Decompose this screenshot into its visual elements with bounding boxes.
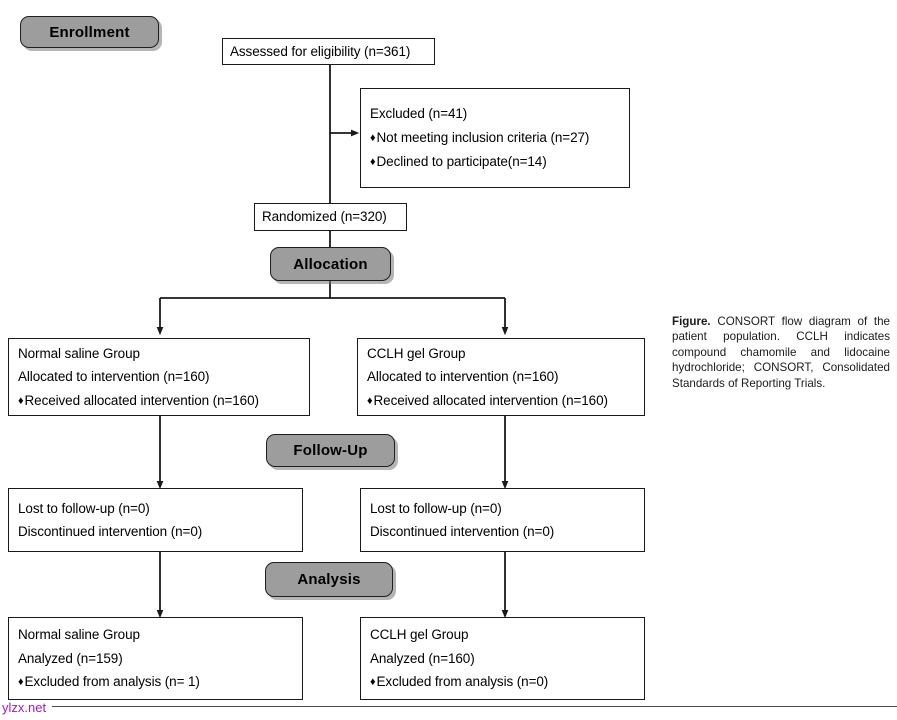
follow-right-line-1: Lost to follow-up (n=0) xyxy=(370,500,502,516)
randomized-line-1: Randomized (n=320) xyxy=(262,209,387,225)
node-analysis-normal-saline: Normal saline Group Analyzed (n=159) ♦ E… xyxy=(8,617,303,700)
follow-right-line-2: Discontinued intervention (n=0) xyxy=(370,524,555,539)
analysis-left-bullet-1: ♦ Excluded from analysis (n= 1) xyxy=(18,675,293,689)
node-allocation-cclh-gel: CCLH gel Group Allocated to intervention… xyxy=(357,338,645,416)
alloc-right-title: CCLH gel Group xyxy=(367,345,466,361)
analysis-right-bullet-1-label: Excluded from analysis (n=0) xyxy=(376,674,549,689)
analysis-left-title: Normal saline Group xyxy=(18,627,140,642)
watermark-rule xyxy=(52,706,897,707)
diamond-bullet-icon: ♦ xyxy=(370,131,376,144)
diamond-bullet-icon: ♦ xyxy=(370,676,376,688)
diamond-bullet-icon: ♦ xyxy=(18,676,24,688)
analysis-right-title: CCLH gel Group xyxy=(370,627,469,642)
alloc-left-bullet-1-label: Received allocated intervention (n=160) xyxy=(24,392,259,408)
diamond-bullet-icon: ♦ xyxy=(18,394,24,407)
analysis-left-line-2: Analyzed (n=159) xyxy=(18,650,123,666)
node-analysis-cclh-gel: CCLH gel Group Analyzed (n=160) ♦ Exclud… xyxy=(360,617,645,700)
alloc-left-title: Normal saline Group xyxy=(18,345,140,361)
assessed-line-1: Assessed for eligibility (n=361) xyxy=(230,43,411,59)
node-assessed-for-eligibility: Assessed for eligibility (n=361) xyxy=(222,38,435,65)
analysis-right-line-2: Analyzed (n=160) xyxy=(370,650,475,666)
alloc-left-line-2: Allocated to intervention (n=160) xyxy=(18,369,210,384)
figure-caption-body: CONSORT flow diagram of the patient popu… xyxy=(672,315,890,390)
excluded-bullet-2-label: Declined to participate(n=14) xyxy=(376,153,547,169)
node-followup-normal-saline: Lost to follow-up (n=0) Discontinued int… xyxy=(8,488,303,552)
excluded-bullet-2: ♦ Declined to participate(n=14) xyxy=(370,155,620,169)
node-allocation-normal-saline: Normal saline Group Allocated to interve… xyxy=(8,338,310,416)
stage-badge-allocation: Allocation xyxy=(270,247,391,281)
alloc-right-bullet-1: ♦ Received allocated intervention (n=160… xyxy=(367,392,635,408)
excluded-bullet-1-label: Not meeting inclusion criteria (n=27) xyxy=(376,129,590,145)
analysis-right-bullet-1: ♦ Excluded from analysis (n=0) xyxy=(370,675,635,689)
alloc-left-bullet-1: ♦ Received allocated intervention (n=160… xyxy=(18,392,300,408)
node-randomized: Randomized (n=320) xyxy=(254,203,407,231)
stage-badge-enrollment: Enrollment xyxy=(20,16,159,48)
analysis-left-bullet-1-label: Excluded from analysis (n= 1) xyxy=(24,674,200,689)
follow-left-line-2: Discontinued intervention (n=0) xyxy=(18,524,203,539)
excluded-bullet-1: ♦ Not meeting inclusion criteria (n=27) xyxy=(370,131,620,145)
node-excluded: Excluded (n=41) ♦ Not meeting inclusion … xyxy=(360,88,630,188)
diamond-bullet-icon: ♦ xyxy=(367,394,373,407)
diamond-bullet-icon: ♦ xyxy=(370,155,376,168)
stage-badge-followup: Follow-Up xyxy=(266,434,395,467)
stage-badge-analysis: Analysis xyxy=(265,562,393,597)
follow-left-line-1: Lost to follow-up (n=0) xyxy=(18,500,150,516)
alloc-right-bullet-1-label: Received allocated intervention (n=160) xyxy=(373,392,608,408)
figure-caption: Figure. CONSORT flow diagram of the pati… xyxy=(672,314,890,391)
watermark-text: ylzx.net xyxy=(2,700,47,715)
figure-caption-lead: Figure. xyxy=(672,315,711,328)
excluded-title: Excluded (n=41) xyxy=(370,106,468,122)
alloc-right-line-2: Allocated to intervention (n=160) xyxy=(367,369,559,384)
node-followup-cclh-gel: Lost to follow-up (n=0) Discontinued int… xyxy=(360,488,645,552)
